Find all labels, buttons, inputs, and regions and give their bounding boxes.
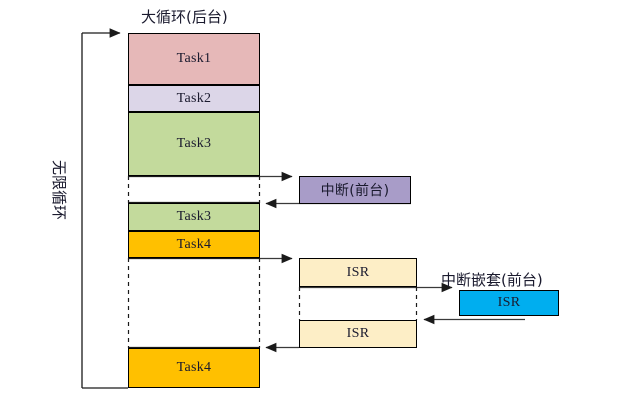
task-block-task4-first: Task4 xyxy=(128,231,260,258)
isr-block-top: ISR xyxy=(299,258,417,287)
interrupt-block: 中断(前台) xyxy=(299,176,411,204)
infinite-loop-label: 无限循环 xyxy=(50,160,68,221)
isr-block-bottom: ISR xyxy=(299,320,417,348)
page-title: 大循环(后台) xyxy=(141,8,228,26)
task-block-task1: Task1 xyxy=(128,33,260,85)
gap-rails xyxy=(128,175,260,349)
task-block-task3-second: Task3 xyxy=(128,203,260,231)
task-block-task3-first: Task3 xyxy=(128,112,260,176)
infinite-loop-bracket xyxy=(81,28,128,389)
nested-interrupt-title: 中断嵌套(前台) xyxy=(441,271,543,289)
isr-dashed-guides xyxy=(298,287,418,320)
task-block-task4-second: Task4 xyxy=(128,348,260,388)
isr-block-nested: ISR xyxy=(459,290,559,316)
task-block-task2: Task2 xyxy=(128,85,260,112)
dashed-guides xyxy=(127,176,261,348)
